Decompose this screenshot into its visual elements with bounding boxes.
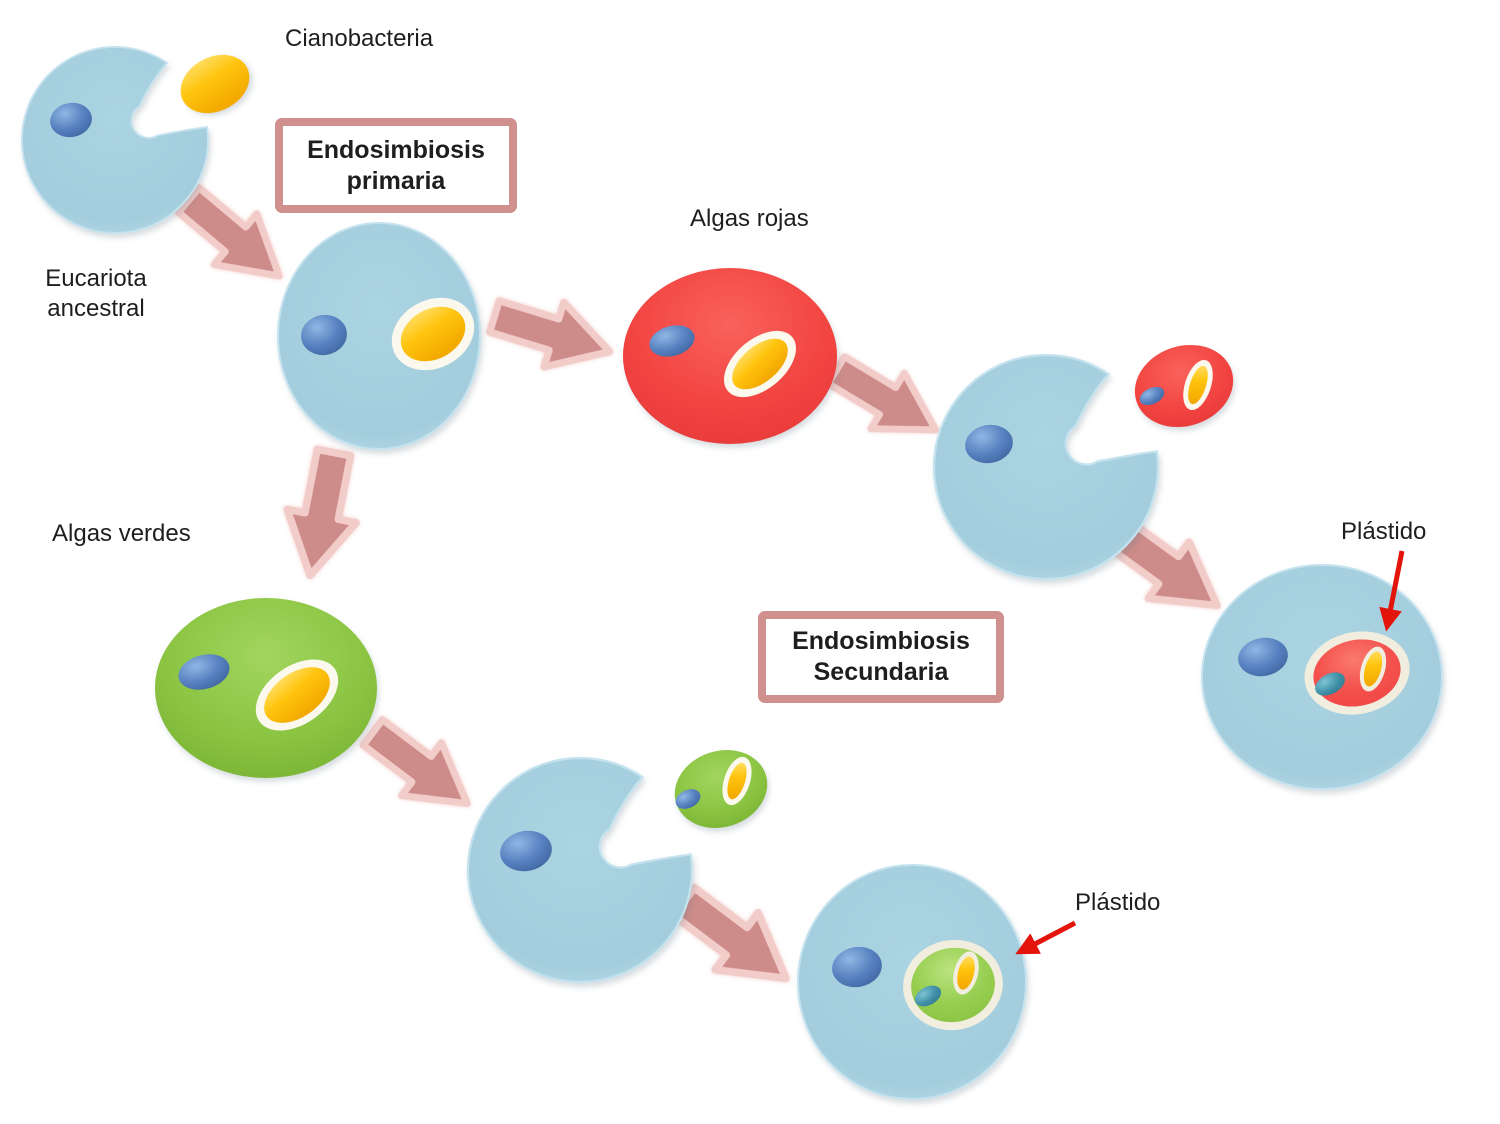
mini-red-alga [1134, 344, 1234, 428]
cell-algas-rojas [623, 268, 837, 444]
cell-secondary-host-red [932, 353, 1160, 581]
nucleus [649, 325, 695, 357]
arrow-red-to-host [824, 353, 939, 434]
plastid [255, 659, 339, 731]
organelle-plastid [1359, 646, 1387, 692]
plastid-yellow [264, 667, 330, 723]
nucleus [1238, 637, 1288, 677]
plastid-yellow [1363, 651, 1383, 687]
callout-secundaria-line2: Secundaria [813, 658, 949, 686]
plastid-yellow [1188, 365, 1208, 405]
label-plastido-bottom: Plástido [1075, 889, 1161, 916]
label-plastido-top: Plástido [1341, 518, 1427, 545]
cell-body-with-mouth [21, 46, 209, 234]
cell-eucariota-ancestral [21, 46, 209, 234]
plastid-yellow [732, 338, 788, 390]
callout-endosimbiosis-primaria: Endosimbiosis primaria [275, 118, 517, 213]
callout-secundaria-line1: Endosimbiosis [792, 627, 970, 655]
cell-body [1134, 344, 1234, 428]
label-algas-verdes: Algas verdes [52, 520, 191, 547]
arrow-green-to-host [359, 716, 471, 808]
mini-green-alga [674, 750, 768, 828]
organelle-plastid [953, 951, 979, 995]
cell-body-with-mouth [932, 353, 1160, 581]
arrow-to-algas-verdes [283, 445, 360, 580]
plastid-yellow [957, 956, 975, 990]
cell-result-green [797, 864, 1027, 1100]
cell-body-with-mouth [466, 756, 694, 984]
nucleus [832, 946, 882, 988]
plastid [1183, 359, 1213, 411]
label-eucariota-ancestral: Eucariota ancestral [26, 264, 166, 324]
cell-secondary-host-green [466, 756, 694, 984]
cianobacteria-cell [180, 54, 250, 114]
plastid-primary [391, 297, 475, 371]
cell-result-red [1201, 564, 1443, 790]
plastid-yellow [400, 306, 466, 362]
cell-primary-host [277, 222, 481, 450]
nucleus [301, 314, 347, 356]
callout-primaria-line2: primaria [346, 166, 446, 195]
cell-algas-verdes [155, 598, 377, 778]
nucleus [500, 830, 552, 872]
nucleus [178, 654, 230, 690]
plastido-pointer-arrow-bottom [1015, 920, 1077, 955]
cell-body [277, 222, 481, 450]
label-cianobacteria: Cianobacteria [285, 25, 434, 52]
nucleus [675, 789, 701, 809]
plastid [724, 330, 796, 398]
nucleus [50, 102, 92, 138]
label-eucariota-line2: ancestral [47, 295, 145, 322]
label-eucariota-line1: Eucariota [45, 265, 147, 292]
callout-endosimbiosis-secundaria: Endosimbiosis Secundaria [758, 611, 1004, 703]
plastid-yellow [727, 762, 747, 800]
arrow-to-algas-rojas [486, 297, 614, 371]
cell-body [674, 750, 768, 828]
arrow-primary-endosymbiosis [175, 184, 283, 280]
plastido-pointer-arrow-top [1379, 550, 1405, 632]
label-algas-rojas: Algas rojas [690, 205, 809, 232]
organelle-nucleus [1315, 672, 1345, 696]
nucleus [1139, 386, 1165, 406]
callout-primaria-line1: Endosimbiosis [307, 135, 485, 164]
plastid [722, 756, 752, 806]
nucleus [965, 424, 1013, 464]
cell-body [623, 268, 837, 444]
arrow-to-result-green [669, 884, 790, 983]
organelle-nucleus [914, 985, 942, 1007]
